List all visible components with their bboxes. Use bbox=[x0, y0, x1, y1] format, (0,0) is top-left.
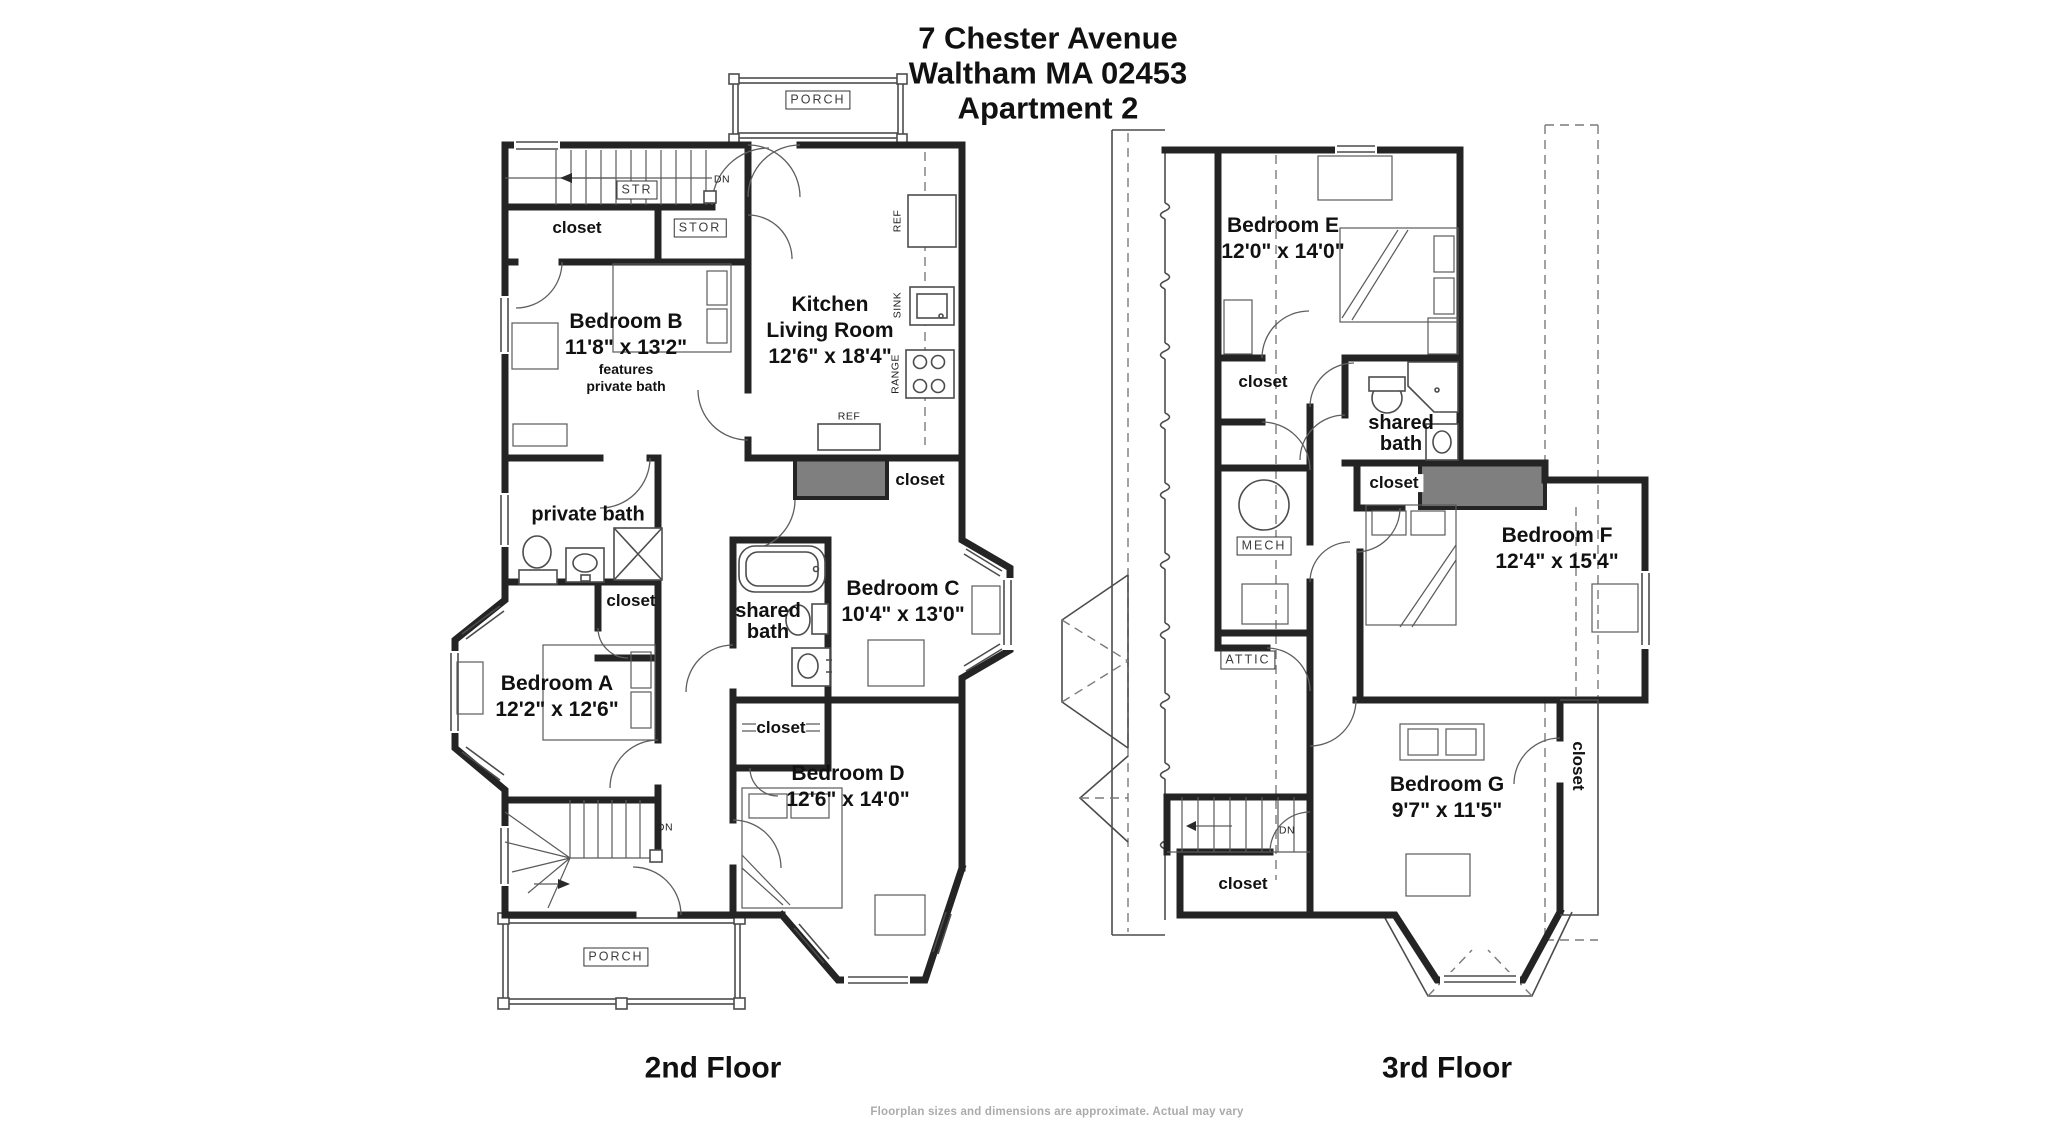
down-upper-label: DN bbox=[713, 173, 731, 186]
bedroom-b-note2: private bath bbox=[586, 378, 666, 394]
shared-bath-fixtures bbox=[738, 545, 832, 687]
bed-e bbox=[1339, 227, 1459, 323]
bedroom-d-name: Bedroom D bbox=[791, 762, 905, 785]
bed-a bbox=[542, 644, 656, 741]
floor3-doors bbox=[1261, 310, 1561, 853]
bedroom-b-name: Bedroom B bbox=[569, 310, 683, 333]
bedroom-d-dims: 12'6" x 14'0" bbox=[786, 788, 910, 811]
bedroom-e-dims: 12'0" x 14'0" bbox=[1221, 240, 1345, 263]
shared-bath3-line1: shared bbox=[1368, 412, 1434, 434]
closet-stairs-label: closet bbox=[1218, 874, 1268, 894]
bathtub bbox=[738, 545, 826, 593]
closet-a-label: closet bbox=[606, 591, 656, 611]
fridge bbox=[907, 194, 957, 248]
kitchen-fixtures bbox=[817, 152, 957, 451]
attic-label: ATTIC bbox=[1220, 650, 1276, 670]
staircase-lower bbox=[504, 800, 663, 909]
floor2-doors bbox=[515, 144, 801, 916]
range-label: RANGE bbox=[889, 354, 902, 394]
bedroom-c-label: Bedroom C 10'4" x 13'0" bbox=[841, 576, 964, 628]
corner-shower bbox=[1407, 361, 1459, 413]
mech-label: MECH bbox=[1236, 536, 1292, 556]
kitchen-name2: Living Room bbox=[766, 319, 894, 342]
closet-side-label: closet bbox=[1568, 741, 1588, 791]
water-heater bbox=[1238, 479, 1290, 531]
bedroom-f-dims: 12'4" x 15'4" bbox=[1495, 550, 1619, 573]
bedroom-b-note1: features bbox=[598, 361, 654, 377]
porch-top-label: PORCH bbox=[785, 90, 851, 110]
bedroom-c-dims: 10'4" x 13'0" bbox=[841, 603, 965, 626]
closet-f-label: closet bbox=[1364, 474, 1424, 492]
kitchen-dims: 12'6" x 18'4" bbox=[768, 345, 892, 368]
bed-f bbox=[1365, 504, 1457, 626]
staircase-upper bbox=[505, 150, 717, 205]
bedroom-e-name: Bedroom E bbox=[1226, 214, 1340, 237]
floor3-bath-fixtures bbox=[1368, 361, 1459, 461]
storage-label: STOR bbox=[673, 218, 727, 238]
fridge-2 bbox=[817, 423, 881, 451]
floor2-furniture bbox=[456, 263, 1001, 936]
closet-d-label: closet bbox=[756, 718, 806, 738]
bedroom-f-name: Bedroom F bbox=[1501, 524, 1613, 547]
bedroom-g-label: Bedroom G 9'7" x 11'5" bbox=[1390, 772, 1504, 824]
closet-fill-bedroom-f bbox=[1418, 461, 1547, 510]
bedroom-d-label: Bedroom D 12'6" x 14'0" bbox=[786, 761, 909, 813]
title-address: 7 Chester Avenue bbox=[918, 20, 1178, 56]
bedroom-c-name: Bedroom C bbox=[846, 577, 960, 600]
dresser-g bbox=[1399, 723, 1485, 761]
fridge-side-label: REF bbox=[891, 209, 904, 233]
mech-fixtures bbox=[1238, 479, 1290, 625]
title-apartment: Apartment 2 bbox=[957, 90, 1139, 126]
shared-bath-label: shared bath bbox=[735, 601, 801, 643]
bedroom-f-label: Bedroom F 12'4" x 15'4" bbox=[1495, 523, 1618, 575]
bedroom-g-dims: 9'7" x 11'5" bbox=[1391, 799, 1503, 822]
closet-fill-bedroom-c bbox=[793, 456, 889, 500]
sink-3 bbox=[1425, 423, 1459, 461]
bedroom-e-label: Bedroom E 12'0" x 14'0" bbox=[1221, 213, 1344, 265]
floor3-caption: 3rd Floor bbox=[1381, 1051, 1513, 1085]
shared-bath3-line2: bath bbox=[1379, 433, 1423, 455]
vanity-sink bbox=[565, 547, 605, 583]
porch-bottom-label: PORCH bbox=[583, 947, 649, 967]
stairs-label: STR bbox=[616, 180, 658, 200]
closet-hall-label: closet bbox=[552, 218, 602, 238]
closet-kitchen-label: closet bbox=[895, 470, 945, 490]
shared-bath-line1: shared bbox=[735, 600, 801, 622]
kitchen-name1: Kitchen bbox=[791, 293, 869, 316]
porch-top-rail bbox=[732, 77, 904, 139]
sink-label: SINK bbox=[891, 291, 904, 319]
fridge-bottom-label: REF bbox=[837, 410, 861, 423]
private-bath-label: private bath bbox=[531, 503, 645, 526]
title-city: Waltham MA 02453 bbox=[908, 55, 1188, 91]
down3-label: DN bbox=[1278, 824, 1296, 837]
bed-b bbox=[612, 263, 732, 353]
bedroom-a-name: Bedroom A bbox=[500, 672, 614, 695]
floor3-plan bbox=[1061, 124, 1652, 997]
floor2-caption: 2nd Floor bbox=[644, 1051, 782, 1085]
floor3-furniture bbox=[1223, 155, 1639, 897]
shared-bath-line2: bath bbox=[746, 621, 790, 643]
down-lower-label: DN bbox=[656, 821, 674, 834]
page-title: 7 Chester Avenue Waltham MA 02453 Apartm… bbox=[909, 21, 1188, 126]
staircase-floor3 bbox=[1167, 797, 1310, 853]
private-bath-fixtures bbox=[518, 527, 663, 585]
floor2-plan bbox=[448, 73, 1014, 1010]
toilet bbox=[522, 535, 552, 569]
disclaimer: Floorplan sizes and dimensions are appro… bbox=[870, 1105, 1244, 1118]
kitchen-label: Kitchen Living Room 12'6" x 18'4" bbox=[766, 292, 893, 370]
range bbox=[905, 349, 955, 399]
bedroom-b-label: Bedroom B 11'8" x 13'2" features private… bbox=[565, 309, 687, 395]
bedroom-b-dims: 11'8" x 13'2" bbox=[564, 336, 688, 359]
toilet-2 bbox=[785, 604, 811, 636]
bedroom-a-dims: 12'2" x 12'6" bbox=[495, 698, 619, 721]
bedroom-g-name: Bedroom G bbox=[1389, 773, 1505, 796]
shared-bath3-label: shared bath bbox=[1368, 413, 1434, 455]
closet-e-label: closet bbox=[1238, 372, 1288, 392]
bedroom-a-label: Bedroom A 12'2" x 12'6" bbox=[495, 671, 618, 723]
bed-d bbox=[741, 787, 843, 909]
